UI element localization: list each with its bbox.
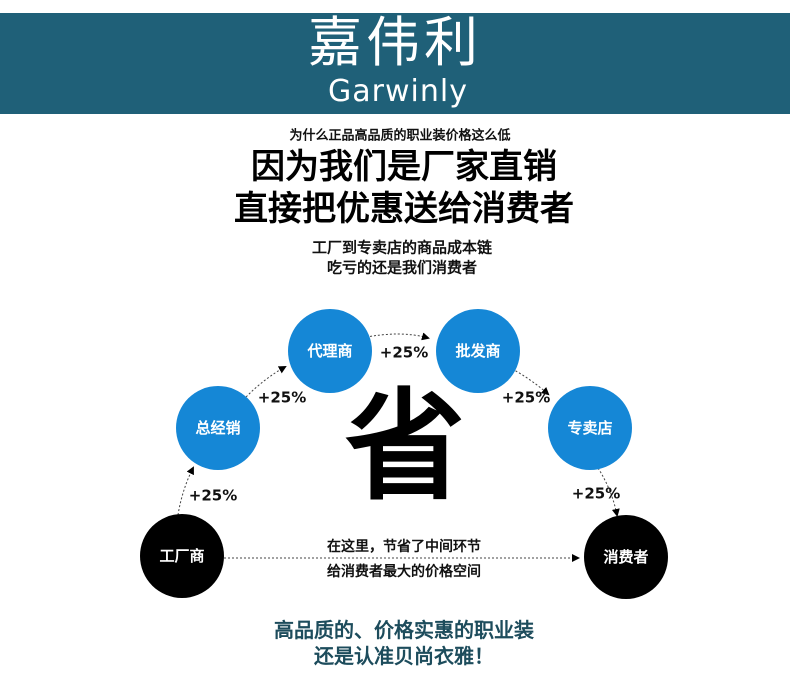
subline-2: 吃亏的还是我们消费者 (326, 258, 478, 277)
markup-label: +25% (379, 343, 429, 362)
question-text: 为什么正品高品质的职业装价格这么低 (289, 128, 511, 144)
node-consumer: 消费者 (584, 515, 668, 599)
markup-label: +25% (501, 388, 551, 407)
brand-name-cn: 嘉伟利 (308, 11, 482, 74)
arrow-2 (245, 366, 287, 398)
headline-2: 直接把优惠送给消费者 (234, 189, 574, 229)
markup-label: +25% (571, 484, 621, 503)
markup-label: +25% (257, 388, 307, 407)
save-character: 省 (345, 378, 465, 517)
middle-text-1: 在这里，节省了中间环节 (327, 539, 481, 555)
node-agent: 代理商 (288, 309, 372, 393)
arrow-5 (597, 467, 620, 517)
node-general-distributor: 总经销 (176, 386, 260, 470)
middle-text-2: 给消费者最大的价格空间 (327, 564, 481, 580)
arrow-1 (177, 466, 194, 516)
headline-1: 因为我们是厂家直销 (251, 147, 557, 187)
node-store: 专卖店 (548, 386, 632, 470)
bottom-text-2: 还是认准贝尚衣雅！ (314, 644, 494, 668)
brand-name-en: Garwinly (328, 74, 468, 109)
subline-1: 工厂到专卖店的商品成本链 (311, 238, 493, 257)
brand-banner (0, 13, 790, 114)
node-wholesaler: 批发商 (436, 309, 520, 393)
bottom-text-1: 高品质的、价格实惠的职业装 (274, 618, 534, 642)
markup-label: +25% (188, 486, 238, 505)
node-factory: 工厂商 (140, 514, 224, 598)
arrow-3 (361, 332, 430, 341)
